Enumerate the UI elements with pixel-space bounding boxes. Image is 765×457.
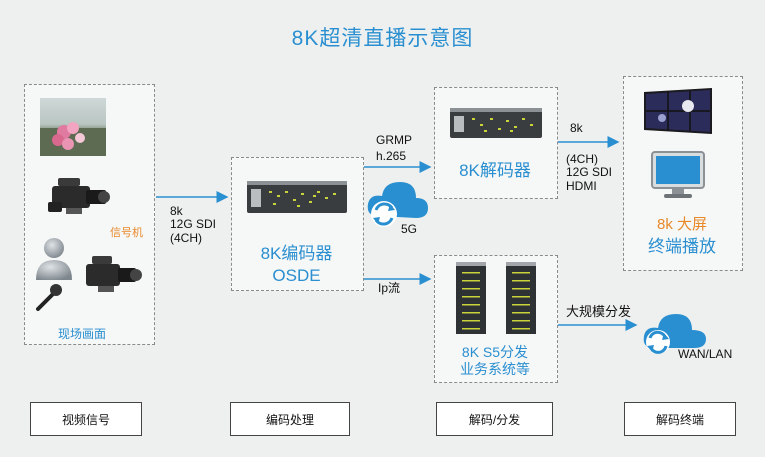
- microphone-icon: [34, 283, 64, 311]
- terminal-label-line1: 8k 大屏: [656, 216, 707, 233]
- server-rack-icon: [456, 262, 486, 334]
- page-title: 8K超清直播示意图: [291, 27, 474, 50]
- signal-machine-label: 信号机: [110, 227, 143, 239]
- stage-encoding: 编码处理: [230, 402, 350, 436]
- terminal-label: 8k 大屏 终端播放: [623, 214, 741, 258]
- protocol-label: GRMP: [376, 133, 412, 147]
- output-hdmi-label: HDMI: [566, 179, 597, 193]
- terminal-label-line2: 终端播放: [648, 237, 716, 256]
- decoder-device-icon: [450, 108, 542, 138]
- encoder-device-icon: [247, 181, 347, 213]
- video-wall-icon: [642, 86, 714, 138]
- stage-decode-terminal: 解码终端: [624, 402, 736, 436]
- stage-video-signal: 视频信号: [30, 402, 142, 436]
- stage-decode-distribute: 解码/分发: [436, 402, 553, 436]
- wan-lan-label: WAN/LAN: [678, 347, 733, 361]
- encoder-group: [231, 157, 364, 291]
- encoder-label: 8K编码器 OSDE: [231, 243, 362, 287]
- scene-photo: [40, 98, 106, 156]
- cloud-5g-icon: [364, 174, 432, 232]
- ip-stream-label: Ip流: [378, 281, 401, 295]
- decoder-label: 8K解码器: [459, 161, 531, 180]
- link-label-8k: 8k: [170, 204, 183, 218]
- server-rack-icon: [506, 262, 536, 334]
- mass-distribution-label: 大规模分发: [566, 304, 632, 319]
- encoder-label-line2: OSDE: [272, 266, 321, 285]
- camera-icon: [82, 250, 142, 296]
- output-8k-label: 8k: [570, 121, 583, 135]
- output-sdi-label: 12G SDI: [566, 165, 613, 179]
- network-5g-label: 5G: [401, 222, 418, 236]
- output-ch-label: (4CH): [566, 152, 598, 166]
- link-label-ch: (4CH): [170, 231, 202, 245]
- distribution-label-line2: 业务系统等: [460, 361, 530, 377]
- distribution-label-line1: 8K S5分发: [461, 344, 529, 360]
- monitor-icon: [650, 151, 706, 200]
- camera-icon: [46, 174, 110, 218]
- scene-caption: 现场画面: [58, 327, 107, 341]
- distribution-group: [434, 255, 558, 383]
- distribution-label: 8K S5分发 业务系统等: [434, 344, 556, 378]
- decoder-group: [434, 87, 558, 199]
- person-icon: [34, 236, 74, 280]
- encoder-label-line1: 8K编码器: [260, 244, 333, 263]
- cloud-wan-icon: [640, 308, 710, 356]
- link-label-sdi: 12G SDI: [170, 217, 217, 231]
- codec-label: h.265: [376, 149, 407, 163]
